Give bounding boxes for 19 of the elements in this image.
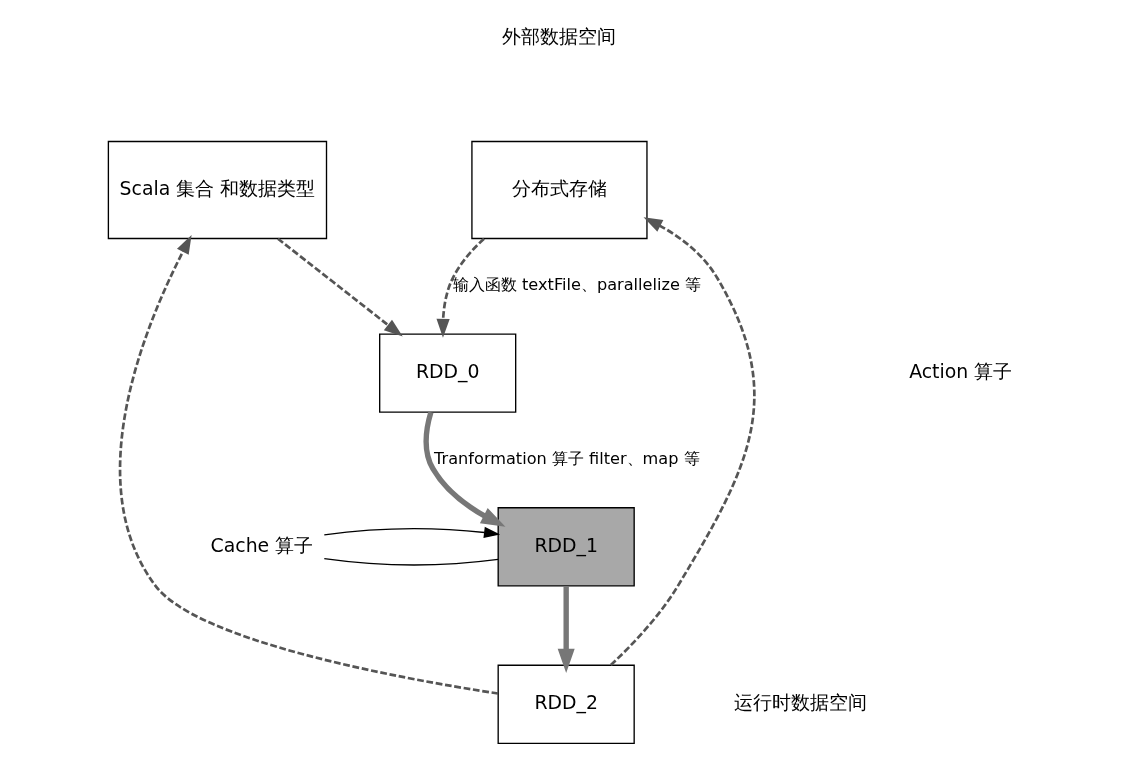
arrow <box>423 411 505 527</box>
connector <box>323 557 499 566</box>
label: 外部数据空间 <box>501 25 616 47</box>
arrow <box>276 237 403 337</box>
arrow <box>557 586 575 674</box>
node-box: Scala 集合 和数据类型 <box>107 140 327 240</box>
node-box: 分布式存储 <box>470 140 648 240</box>
node-box: RDD_0 <box>378 333 516 413</box>
arrow <box>323 526 500 539</box>
label: 运行时数据空间 <box>733 692 867 714</box>
edge-label: 输入函数 textFile、parallelize 等 <box>452 275 701 295</box>
arrow <box>436 237 485 338</box>
arrow <box>118 235 498 695</box>
node-box: RDD_1 <box>497 507 635 587</box>
node-text: Cache 算子 <box>210 534 313 556</box>
arrow <box>609 217 755 666</box>
label: Action 算子 <box>908 361 1012 383</box>
edge-label: Tranformation 算子 filter、map 等 <box>433 449 700 469</box>
node-box: RDD_2 <box>497 664 635 745</box>
